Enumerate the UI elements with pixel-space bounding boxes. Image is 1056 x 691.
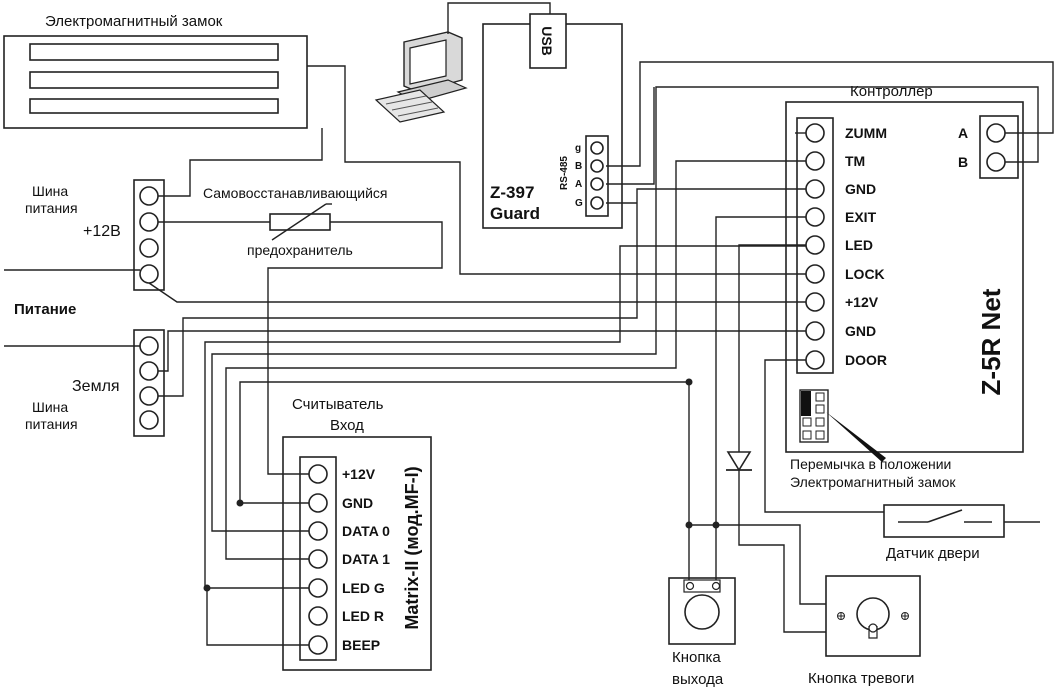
fuse bbox=[269, 203, 332, 241]
alarm-button: Кнопка тревоги bbox=[808, 575, 921, 687]
ctrl-pin-a: A bbox=[958, 125, 968, 141]
reader-model: Matrix-II (мод.MF-I) bbox=[402, 466, 422, 629]
reader-matrix: Считыватель Вход +12V GND DATA 0 DATA 1 … bbox=[282, 396, 432, 671]
jumper-note-2: Электромагнитный замок bbox=[790, 474, 956, 490]
reader-pin-data1: DATA 1 bbox=[342, 551, 390, 567]
ctrl-pin-gnd2: GND bbox=[845, 323, 876, 339]
ctrl-pin-exit: EXIT bbox=[845, 209, 877, 225]
usb-label: USB bbox=[539, 26, 555, 56]
bus-bottom-label-2: питания bbox=[25, 416, 78, 432]
guard-model: Z-397 bbox=[490, 183, 534, 202]
jumper-block bbox=[799, 389, 886, 462]
exit-button-label-1: Кнопка bbox=[672, 649, 721, 666]
ground-label: Земля bbox=[72, 378, 120, 395]
ctrl-pin-gnd1: GND bbox=[845, 181, 876, 197]
ctrl-pin-12v: +12V bbox=[845, 294, 879, 310]
fuse-label-1: Самовосстанавливающийся bbox=[203, 185, 388, 201]
ctrl-pin-b: B bbox=[958, 154, 968, 170]
electromagnetic-lock: Электромагнитный замок bbox=[3, 13, 308, 129]
alarm-button-label: Кнопка тревоги bbox=[808, 670, 914, 687]
bus-top-label-1: Шина bbox=[32, 183, 68, 199]
z397-converter: USB Z-397 Guard RS-485 g B A G bbox=[482, 13, 623, 229]
guard-name: Guard bbox=[490, 204, 540, 223]
supply-label: Питание bbox=[14, 301, 76, 318]
ctrl-pin-lock: LOCK bbox=[845, 266, 885, 282]
power-section: Шина питания +12В Питание Земля Шина пит… bbox=[14, 179, 388, 437]
controller-z5r-net: Контроллер ZUMM TM GND EXIT LED LOCK +12… bbox=[785, 83, 1024, 490]
wires bbox=[4, 61, 1054, 646]
reader-pin-beep: BEEP bbox=[342, 637, 380, 653]
bus-top-label-2: питания bbox=[25, 200, 78, 216]
diode bbox=[726, 451, 752, 472]
guard-pin-gnd: G bbox=[575, 198, 583, 209]
lock-title: Электромагнитный замок bbox=[45, 13, 223, 30]
ctrl-pin-led: LED bbox=[845, 237, 873, 253]
exit-button: Кнопка выхода bbox=[668, 577, 736, 688]
door-sensor: Датчик двери bbox=[883, 504, 1005, 562]
ctrl-pin-tm: TM bbox=[845, 153, 865, 169]
ctrl-pin-zumm: ZUMM bbox=[845, 125, 887, 141]
rs485-label: RS-485 bbox=[559, 156, 570, 190]
controller-model: Z-5R Net bbox=[976, 288, 1006, 395]
exit-button-label-2: выхода bbox=[672, 671, 724, 688]
fuse-label-2: предохранитель bbox=[247, 242, 353, 258]
ctrl-pin-door: DOOR bbox=[845, 352, 887, 368]
controller-title: Контроллер bbox=[850, 83, 933, 100]
plus12-label: +12В bbox=[83, 223, 121, 240]
reader-pin-ledg: LED G bbox=[342, 580, 385, 596]
guard-pin-b: B bbox=[575, 161, 582, 172]
guard-pin-a: A bbox=[575, 179, 582, 190]
reader-pin-gnd: GND bbox=[342, 495, 373, 511]
bus-bottom-label-1: Шина bbox=[32, 399, 68, 415]
computer-icon bbox=[374, 2, 551, 123]
jumper-note-1: Перемычка в положении bbox=[790, 456, 951, 472]
reader-title-1: Считыватель bbox=[292, 396, 384, 413]
reader-pin-ledr: LED R bbox=[342, 608, 384, 624]
reader-title-2: Вход bbox=[330, 417, 364, 434]
guard-pin-g: g bbox=[575, 143, 581, 154]
reader-pin-12v: +12V bbox=[342, 466, 376, 482]
reader-pin-data0: DATA 0 bbox=[342, 523, 390, 539]
door-sensor-label: Датчик двери bbox=[886, 545, 980, 562]
